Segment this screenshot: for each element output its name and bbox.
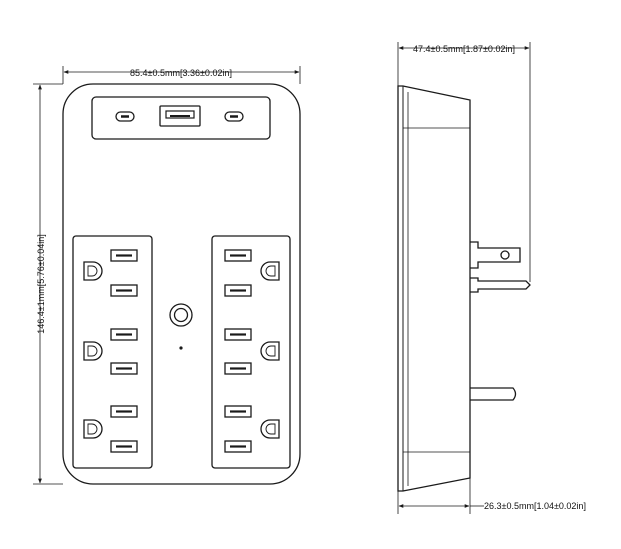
side-body-outline	[397, 85, 471, 492]
front-width-label: 85.4±0.5mm[3.36±0.02in]	[130, 68, 232, 78]
outlet-right-1	[224, 249, 280, 297]
outlet-right-2	[224, 328, 280, 375]
side-depth-body-label: 26.3±0.5mm[1.04±0.02in]	[484, 501, 586, 511]
side-depth-body-dimension	[397, 478, 484, 514]
indicator-light	[179, 346, 183, 350]
outlet-panel-left	[72, 235, 153, 469]
outlet-left-1	[83, 249, 138, 297]
side-depth-total-label: 47.4±0.5mm[1.87±0.02in]	[413, 44, 515, 54]
usb-panel-outline	[91, 96, 271, 140]
usb-c-port-left	[115, 111, 135, 122]
front-height-dimension	[33, 83, 63, 485]
center-screw	[169, 303, 193, 327]
usb-c-port-right	[224, 111, 244, 122]
outlet-left-3	[83, 405, 138, 453]
outlet-right-3	[224, 405, 280, 453]
outlet-left-2	[83, 328, 138, 375]
upper-prong	[470, 241, 521, 269]
middle-prong	[470, 277, 531, 293]
front-width-dimension	[62, 66, 301, 84]
outlet-panel-right	[211, 235, 291, 469]
ground-prong	[470, 387, 517, 401]
front-view	[62, 83, 301, 485]
side-depth-total-dimension	[397, 42, 531, 282]
side-view	[397, 85, 531, 492]
front-height-label: 146.4±1mm[5.76±0.04in]	[36, 234, 46, 333]
front-body-outline	[62, 83, 301, 485]
usb-a-port	[159, 105, 201, 127]
usb-panel	[91, 96, 271, 140]
